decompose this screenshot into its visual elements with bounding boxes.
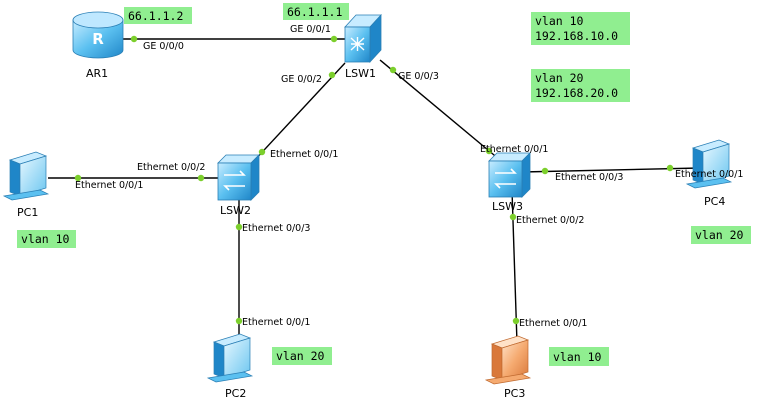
core-switch-icon (344, 13, 382, 64)
port-dots (74, 35, 674, 325)
device-label-pc3: PC3 (504, 387, 525, 400)
note-pc2-vlan: vlan 20 (272, 347, 332, 365)
port-label-pc1-e001: Ethernet 0/0/1 (75, 180, 143, 191)
note-lsw1-ip: 66.1.1.1 (283, 3, 349, 20)
note-ar1-ip: 66.1.1.2 (124, 7, 192, 24)
port-dot (258, 148, 266, 156)
pc-icon (484, 335, 532, 385)
pc-icon (206, 333, 254, 383)
note-pc1-vlan-text: vlan 10 (21, 232, 70, 246)
note-vlan20-info: vlan 20 192.168.20.0 (531, 69, 630, 102)
note-ar1-ip-text: 66.1.1.2 (128, 9, 183, 23)
port-dot (235, 317, 243, 325)
access-switch-icon (217, 154, 260, 201)
access-switch-icon (488, 152, 531, 198)
port-label-lsw3-e001: Ethernet 0/0/1 (480, 144, 548, 155)
port-label-lsw3-e003: Ethernet 0/0/3 (555, 172, 623, 183)
note-vlan10-info: vlan 10 192.168.10.0 (531, 12, 630, 45)
pc-pc1[interactable]: PC1 (2, 151, 50, 219)
device-label-ar1: AR1 (86, 67, 108, 80)
port-dot (235, 223, 243, 231)
link-lsw1-lsw2 (251, 62, 346, 164)
port-dot (541, 167, 549, 175)
port-label-pc4-e001: Ethernet 0/0/1 (675, 169, 743, 180)
switch-lsw1[interactable]: LSW1 (344, 13, 382, 80)
device-label-lsw3: LSW3 (492, 200, 523, 213)
port-dot (197, 174, 205, 182)
port-label-pc2-e001: Ethernet 0/0/1 (242, 317, 310, 328)
note-vlan20-line2: 192.168.20.0 (535, 86, 618, 100)
note-lsw1-ip-text: 66.1.1.1 (287, 5, 342, 19)
note-pc1-vlan: vlan 10 (17, 230, 76, 248)
pc-pc4[interactable]: PC4 (685, 139, 733, 208)
router-ar1[interactable]: R AR1 (72, 11, 124, 80)
port-label-lsw2-e001: Ethernet 0/0/1 (270, 149, 338, 160)
note-vlan20-line1: vlan 20 (535, 71, 584, 85)
note-pc3-vlan: vlan 10 (549, 347, 609, 366)
port-label-pc3-e001: Ethernet 0/0/1 (519, 318, 587, 329)
port-label-lsw1-ge003: GE 0/0/3 (398, 71, 439, 82)
port-label-lsw1-ge001: GE 0/0/1 (290, 24, 331, 35)
port-dot (485, 147, 493, 155)
port-labels: GE 0/0/0 GE 0/0/1 GE 0/0/2 GE 0/0/3 Ethe… (75, 24, 743, 329)
switch-lsw3[interactable]: LSW3 (488, 152, 531, 213)
port-label-lsw1-ge002: GE 0/0/2 (281, 74, 322, 85)
port-dot (74, 174, 82, 182)
pc-pc3[interactable]: PC3 (484, 335, 532, 400)
device-label-pc2: PC2 (225, 387, 246, 400)
device-label-pc1: PC1 (17, 206, 38, 219)
note-pc4-vlan-text: vlan 20 (695, 228, 744, 242)
device-label-lsw2: LSW2 (220, 204, 251, 217)
note-vlan10-line1: vlan 10 (535, 14, 584, 28)
annotations: 66.1.1.2 66.1.1.1 vlan 10 192.168.10.0 v… (17, 3, 751, 366)
pc-icon (685, 139, 733, 189)
port-dot (328, 71, 336, 79)
note-pc4-vlan: vlan 20 (691, 226, 751, 244)
port-dot (509, 213, 517, 221)
port-dot (330, 35, 338, 43)
note-pc2-vlan-text: vlan 20 (276, 349, 325, 363)
link-lsw1-lsw3 (379, 59, 501, 161)
port-label-ar1-ge000: GE 0/0/0 (143, 41, 184, 52)
port-dot (130, 35, 138, 43)
pc-icon (2, 151, 50, 201)
port-label-lsw2-e002: Ethernet 0/0/2 (137, 162, 205, 173)
port-label-lsw3-e002: Ethernet 0/0/2 (516, 215, 584, 226)
svg-text:R: R (92, 30, 104, 48)
port-dot (389, 66, 397, 74)
switch-lsw2[interactable]: LSW2 (217, 154, 260, 217)
device-label-pc4: PC4 (704, 195, 725, 208)
port-dot (512, 317, 520, 325)
device-label-lsw1: LSW1 (345, 67, 376, 80)
note-pc3-vlan-text: vlan 10 (553, 350, 602, 364)
pc-pc2[interactable]: PC2 (206, 333, 254, 400)
port-label-lsw2-e003: Ethernet 0/0/3 (242, 223, 310, 234)
router-icon: R (72, 11, 124, 59)
note-vlan10-line2: 192.168.10.0 (535, 29, 618, 43)
port-dot (666, 164, 674, 172)
